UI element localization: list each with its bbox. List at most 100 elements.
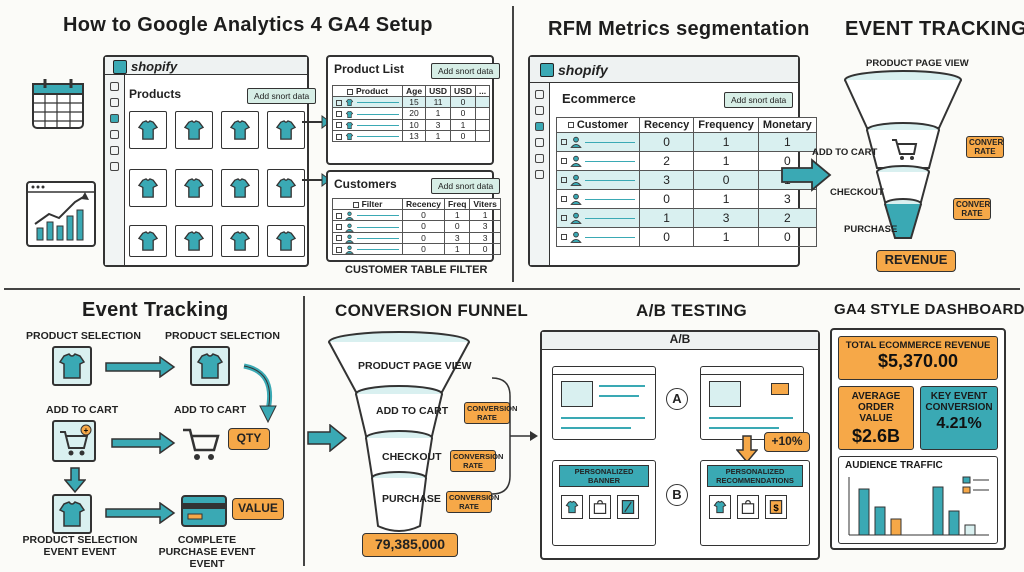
cart-icon — [892, 139, 918, 160]
qty-badge: QTY — [228, 428, 270, 450]
tshirt-icon — [137, 231, 159, 251]
product-tile[interactable] — [129, 169, 167, 207]
tshirt-icon — [345, 121, 354, 129]
arrow-rfm-to-funnel — [781, 158, 832, 192]
personalized-recommendations: Personalized Recommendations — [707, 465, 803, 487]
table-header[interactable]: Frequency — [693, 117, 759, 133]
reports-icon[interactable] — [110, 146, 119, 155]
value-badge: VALUE — [232, 498, 284, 520]
table-header[interactable]: Monetary — [757, 117, 817, 133]
divider-bottom-left — [303, 296, 305, 566]
product-tile[interactable] — [221, 225, 259, 257]
tag-icon[interactable] — [110, 114, 119, 123]
settings-icon[interactable] — [110, 162, 119, 171]
tshirt-tile-icon — [52, 346, 92, 391]
audience-traffic-chart — [848, 476, 989, 536]
credit-card-icon — [180, 494, 228, 533]
user-icon — [570, 136, 582, 148]
table-header[interactable]: Age — [401, 85, 427, 97]
variant-b-label: B — [666, 484, 688, 506]
table-header[interactable]: Recency — [638, 117, 695, 133]
add-snort-data-button[interactable]: Add snort data — [431, 63, 501, 79]
total-revenue-card: Total Ecommerce Revenue $5,370.00 — [838, 336, 998, 380]
product-tile[interactable] — [129, 225, 167, 257]
tshirt-icon — [345, 110, 354, 118]
arrow-right-icon — [105, 356, 176, 378]
add-snort-data-button[interactable]: Add snort data — [247, 88, 317, 104]
tag-icon[interactable] — [535, 122, 544, 131]
customers-icon[interactable] — [110, 130, 119, 139]
product-tile[interactable] — [129, 111, 167, 149]
tshirt-icon — [183, 120, 205, 140]
tshirt-icon — [275, 120, 297, 140]
user-icon — [570, 231, 582, 243]
product-tile[interactable] — [267, 111, 305, 149]
table-header[interactable]: USD — [425, 85, 452, 97]
curved-arrow-icon — [243, 363, 277, 424]
reports-icon[interactable] — [535, 154, 544, 163]
product-tile[interactable] — [267, 169, 305, 207]
product-tile[interactable] — [267, 225, 305, 257]
orders-icon[interactable] — [110, 98, 119, 107]
table-header[interactable]: Viters — [469, 198, 501, 210]
funnel-stage-label: Product Page View — [358, 360, 472, 372]
sidebar — [530, 83, 550, 265]
product-tile[interactable] — [221, 169, 259, 207]
shopping-bag-icon — [589, 495, 611, 519]
table-header[interactable]: USD — [450, 85, 476, 97]
add-snort-data-button[interactable]: Add snort data — [724, 92, 794, 108]
tshirt-icon — [229, 231, 251, 251]
product-tile[interactable] — [175, 225, 213, 257]
home-icon[interactable] — [110, 82, 119, 91]
table-header[interactable]: Recency — [402, 198, 445, 210]
table-header[interactable]: Filter — [332, 198, 403, 210]
add-snort-data-button[interactable]: Add snort data — [431, 178, 501, 194]
home-icon[interactable] — [535, 90, 544, 99]
tshirt-icon — [709, 495, 731, 519]
table-header[interactable]: Product — [332, 85, 403, 97]
event-funnel-graphic — [844, 70, 962, 239]
rfm-title: RFM Metrics segmentation — [548, 18, 810, 40]
arrow-down-icon — [64, 467, 86, 494]
table-row[interactable]: 301 — [556, 170, 817, 190]
product-tile[interactable] — [175, 169, 213, 207]
user-icon — [570, 174, 582, 186]
user-icon — [570, 193, 582, 205]
settings-icon[interactable] — [535, 170, 544, 179]
product-selection-event-label: Product Selection Event Event — [22, 534, 138, 558]
tshirt-icon — [561, 495, 583, 519]
variant-b-page: Personalized Banner — [552, 460, 656, 546]
cart-icon — [180, 424, 224, 469]
conversion-rate-badge: Conver rate — [953, 198, 991, 220]
tshirt-tile-icon — [190, 346, 230, 391]
tshirt-icon — [275, 231, 297, 251]
shopify-logo: shopify — [540, 62, 608, 78]
products-label: Products — [129, 87, 182, 101]
product-tile[interactable] — [221, 111, 259, 149]
customers-icon[interactable] — [535, 138, 544, 147]
variant-a-page-alt — [700, 366, 804, 440]
shopping-bag-icon — [113, 59, 127, 74]
table-header[interactable]: Customer — [556, 117, 640, 133]
table-header[interactable]: ... — [474, 85, 491, 97]
orders-icon[interactable] — [535, 106, 544, 115]
table-header[interactable]: Freq — [443, 198, 471, 210]
revenue-badge: Revenue — [876, 250, 956, 272]
event-tracking-title-bottom: Event Tracking — [82, 299, 229, 321]
product-tile[interactable] — [175, 111, 213, 149]
tshirt-icon — [183, 178, 205, 198]
divider-horizontal — [4, 288, 1020, 290]
